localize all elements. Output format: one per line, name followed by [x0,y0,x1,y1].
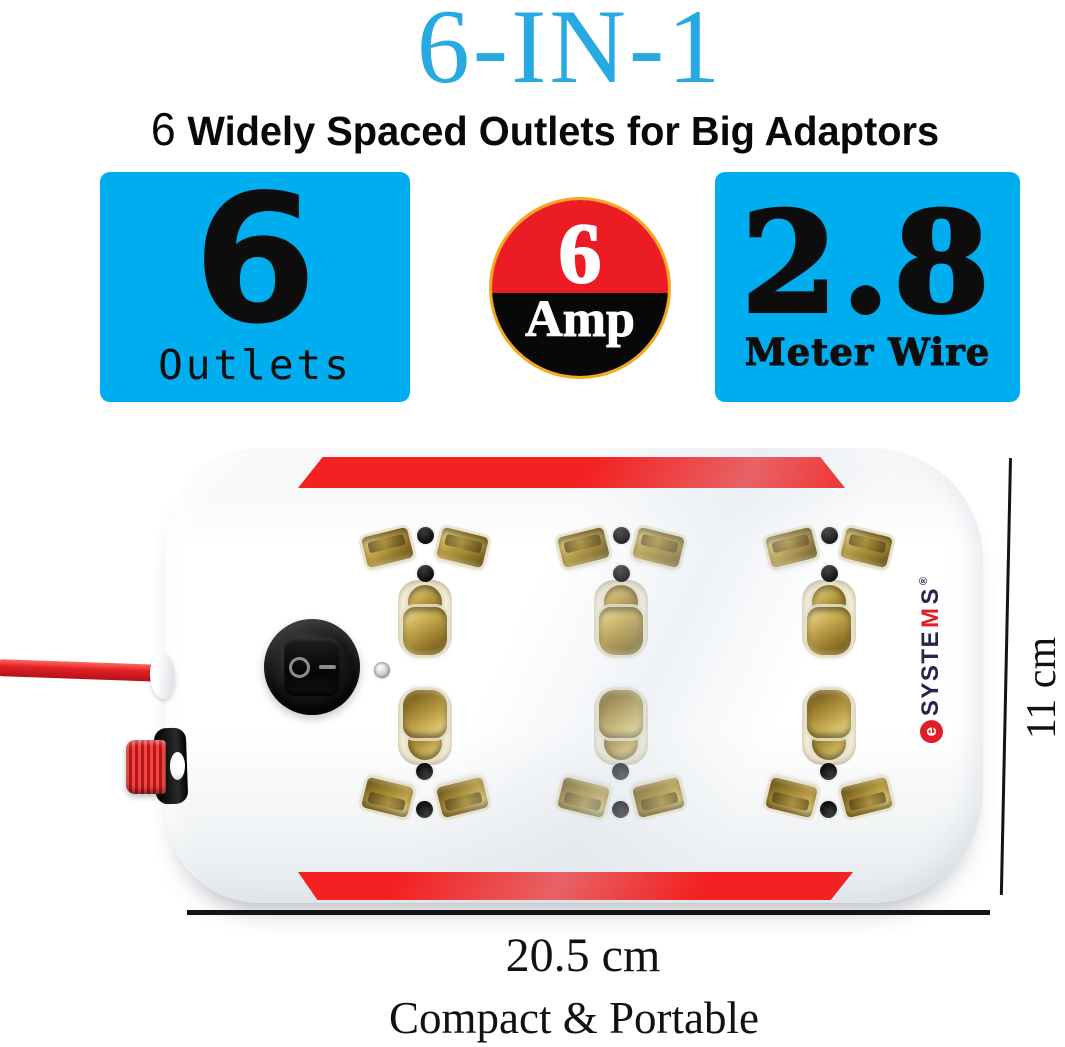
page-title: 6-IN-1 [416,0,724,105]
socket-receptacle-body [599,607,643,655]
socket-slot-right [556,776,611,819]
outlets-count: 6 [193,156,317,364]
tagline: Compact & Portable [389,993,759,1043]
brand-letter-accent: M [917,606,944,628]
socket-pin-hole [417,565,434,582]
brand-logo-mark: e [919,720,943,744]
socket-pin-hole [613,527,630,544]
brand-logo: e SYSTE M S ® [917,576,945,744]
red-accent-stripe-top [298,457,845,488]
socket-pin-hole [613,565,630,582]
height-dimension-line [999,458,1012,895]
socket-slot-right [435,526,490,569]
socket-slot-right [764,776,819,819]
socket-pin-hole [612,763,629,780]
width-dimension-line [187,910,990,915]
red-accent-stripe-bottom [298,872,853,900]
socket-receptacle-body [807,690,851,738]
socket-receptacle-body [403,607,447,655]
socket-slot-left [764,526,819,569]
power-switch-rocker [284,638,340,696]
indicator-light [374,662,390,678]
socket-receptacle-body [807,607,851,655]
fuse-knob [126,740,166,794]
socket-slot-left [556,526,611,569]
socket-pin-hole [417,527,434,544]
socket-slot-left [631,776,686,819]
socket-pin-hole [820,763,837,780]
power-switch [264,619,360,715]
wire-badge: 2.8 Meter Wire [715,172,1020,402]
amp-value: 6 [558,205,603,302]
outlet-socket [764,688,894,820]
subtitle-number: 6 [150,103,176,155]
amp-badge: 6 Amp [489,197,671,379]
height-dimension-label: 11 cm [1019,636,1065,740]
socket-slot-right [360,776,415,819]
wire-length: 2.8 [739,180,994,344]
socket-pin-hole [820,801,837,818]
socket-slot-left [435,776,490,819]
socket-slot-left [839,776,894,819]
fuse-highlight [170,752,185,780]
power-cord [0,659,169,683]
outlet-socket [360,525,490,657]
outlet-socket [556,525,686,657]
socket-slot-right [839,526,894,569]
outlets-badge: 6 Outlets [100,156,410,402]
outlet-socket [556,688,686,820]
socket-receptacle-body [403,690,447,738]
subtitle-text: Widely Spaced Outlets for Big Adaptors [187,108,940,154]
socket-pin-hole [612,801,629,818]
socket-pin-hole [821,527,838,544]
power-on-icon [318,665,336,669]
wire-label: Meter Wire [744,330,991,375]
socket-slot-right [631,526,686,569]
amp-badge-top: 6 [492,200,668,302]
outlet-socket [764,525,894,657]
amp-label: Amp [525,291,636,349]
registered-trademark-icon: ® [918,576,930,585]
outlet-socket [360,688,490,820]
width-dimension-label: 20.5 cm [505,929,661,982]
amp-badge-bottom: Amp [492,291,668,376]
outlets-label: Outlets [158,340,352,389]
power-off-icon [288,656,310,678]
subtitle: 6 Widely Spaced Outlets for Big Adaptors [151,102,939,156]
brand-letter-end: S [917,586,944,605]
socket-pin-hole [821,565,838,582]
socket-slot-left [360,526,415,569]
socket-receptacle-body [599,690,643,738]
brand-letters: SYSTE [917,629,944,717]
power-strip: e SYSTE M S ® [165,448,983,903]
socket-pin-hole [416,801,433,818]
socket-pin-hole [416,763,433,780]
